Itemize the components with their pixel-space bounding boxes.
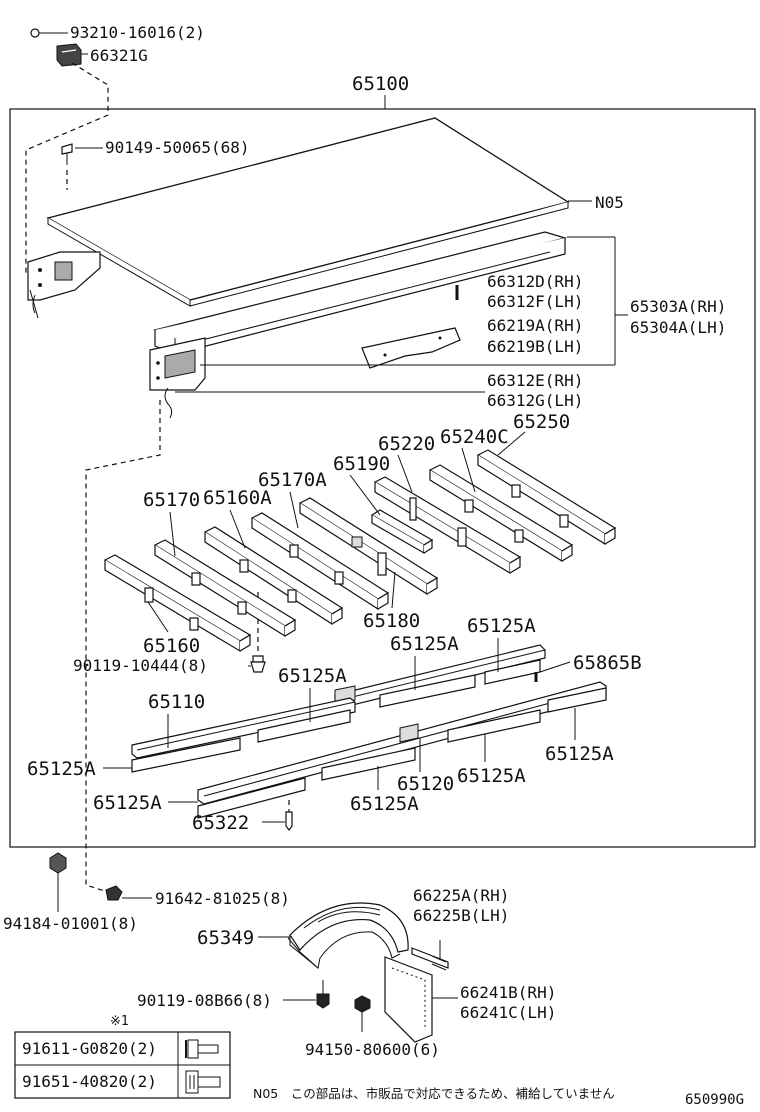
leader-65190 xyxy=(349,474,381,516)
label-66219B: 66219B(LH) xyxy=(487,337,583,356)
label-66241B: 66241B(RH) xyxy=(460,983,556,1002)
cross-member-65250 xyxy=(476,449,617,546)
leader-65170 xyxy=(169,511,176,557)
label-66241C: 66241C(LH) xyxy=(460,1003,556,1022)
label-65220: 65220 xyxy=(378,433,435,455)
leader-65220 xyxy=(397,454,413,493)
label-65250: 65250 xyxy=(513,411,570,433)
label-91642-81025: 91642-81025(8) xyxy=(155,889,290,908)
label-66321G: 66321G xyxy=(90,46,148,65)
spacer-65125A-e xyxy=(547,687,607,713)
label-65170A: 65170A xyxy=(258,469,327,491)
label-65240C: 65240C xyxy=(440,426,509,448)
leader-65240C xyxy=(461,447,476,493)
nut-94184-icon xyxy=(49,852,67,912)
mudflap-66241 xyxy=(384,956,433,1043)
label-65125A-a: 65125A xyxy=(467,615,536,637)
assembly-frame xyxy=(9,108,756,848)
spacer-65125A-b xyxy=(379,674,476,708)
label-65190: 65190 xyxy=(333,453,390,475)
leader-65160 xyxy=(147,601,169,633)
label-94150-80600: 94150-80600(6) xyxy=(305,1040,440,1059)
cross-member-65220 xyxy=(373,476,522,575)
label-65125A-g: 65125A xyxy=(350,793,419,815)
bolt-91651-icon xyxy=(185,1070,221,1094)
label-66312F: 66312F(LH) xyxy=(487,292,583,311)
label-66219A: 66219A(RH) xyxy=(487,316,583,335)
leader-65865B xyxy=(539,661,571,673)
bolt-91611-icon xyxy=(185,1039,219,1059)
label-65125A-d: 65125A xyxy=(27,758,96,780)
label-93210-16016: 93210-16016(2) xyxy=(70,23,205,42)
side-rail-left xyxy=(27,251,101,319)
footnote-mark: ※1 xyxy=(110,1014,129,1029)
cross-member-65160A xyxy=(203,526,344,626)
bracket-66219-icon xyxy=(361,327,461,369)
label-65180: 65180 xyxy=(363,610,420,632)
label-N05: N05 xyxy=(595,193,624,212)
spacer-65125A-f xyxy=(447,709,541,743)
label-65160A: 65160A xyxy=(203,487,272,509)
table-row-part-2: 91651-40820(2) xyxy=(22,1072,157,1091)
label-65125A-h: 65125A xyxy=(93,792,162,814)
figure-code: 650990G xyxy=(685,1092,744,1108)
bolt-90119-10444-icon xyxy=(248,655,266,673)
label-65865B: 65865B xyxy=(573,652,642,674)
nut-94150-icon xyxy=(354,995,371,1032)
label-65349: 65349 xyxy=(197,927,254,949)
label-65110: 65110 xyxy=(148,691,205,713)
table-row-part-1: 91611-G0820(2) xyxy=(22,1039,157,1058)
label-65303A: 65303A(RH) xyxy=(630,297,726,316)
dashed-link-top xyxy=(25,62,109,275)
cross-member-65240C xyxy=(428,464,574,563)
label-90119-08B66: 90119-08B66(8) xyxy=(137,991,272,1010)
side-rail-front xyxy=(149,231,568,419)
label-94184-01001: 94184-01001(8) xyxy=(3,914,138,933)
leader-65250 xyxy=(497,431,526,456)
label-66225B: 66225B(LH) xyxy=(413,906,509,925)
leader-65303A-group xyxy=(200,236,628,366)
label-66312G: 66312G(LH) xyxy=(487,391,583,410)
footnote-N05: N05 この部品は、市販品で対応できるため、補給していません xyxy=(253,1086,615,1101)
leader-65170A xyxy=(289,491,299,529)
label-65322: 65322 xyxy=(192,812,249,834)
cross-member-65170 xyxy=(153,539,297,638)
spacer-65125A-g xyxy=(321,747,416,781)
label-65120: 65120 xyxy=(397,773,454,795)
bolt-90119-08B66-icon xyxy=(283,980,330,1009)
label-65125A-e: 65125A xyxy=(545,743,614,765)
label-66312D: 66312D(RH) xyxy=(487,272,583,291)
leader-65160A xyxy=(229,509,246,549)
label-90119-10444: 90119-10444(8) xyxy=(73,656,208,675)
label-66312E: 66312E(RH) xyxy=(487,371,583,390)
label-65100: 65100 xyxy=(352,73,409,95)
screw-65322-icon xyxy=(262,800,293,831)
label-65160: 65160 xyxy=(143,635,200,657)
cross-member-65170A xyxy=(250,512,390,611)
floor-panel xyxy=(46,117,570,307)
bracket-66225-icon xyxy=(411,940,449,971)
spacer-65125A-c xyxy=(257,709,351,743)
label-65125A-f: 65125A xyxy=(457,765,526,787)
block-66321G-icon xyxy=(56,43,88,67)
label-65170: 65170 xyxy=(143,489,200,511)
label-90149-50065: 90149-50065(68) xyxy=(105,138,250,157)
label-65304A: 65304A(LH) xyxy=(630,318,726,337)
label-65125A-b: 65125A xyxy=(390,633,459,655)
bolt-93210-icon xyxy=(30,28,68,38)
bolt-91642-icon xyxy=(105,885,152,901)
label-65125A-c: 65125A xyxy=(278,665,347,687)
sill-65120 xyxy=(197,681,607,819)
cross-member-65160 xyxy=(103,554,252,653)
mudguard-65349 xyxy=(287,902,409,969)
label-66225A: 66225A(RH) xyxy=(413,886,509,905)
cross-member-65180 xyxy=(298,497,439,596)
dashed-link-left xyxy=(85,400,161,893)
screw-90149-icon xyxy=(61,143,103,190)
leader-65180 xyxy=(391,571,396,609)
parts-table xyxy=(14,1031,231,1099)
